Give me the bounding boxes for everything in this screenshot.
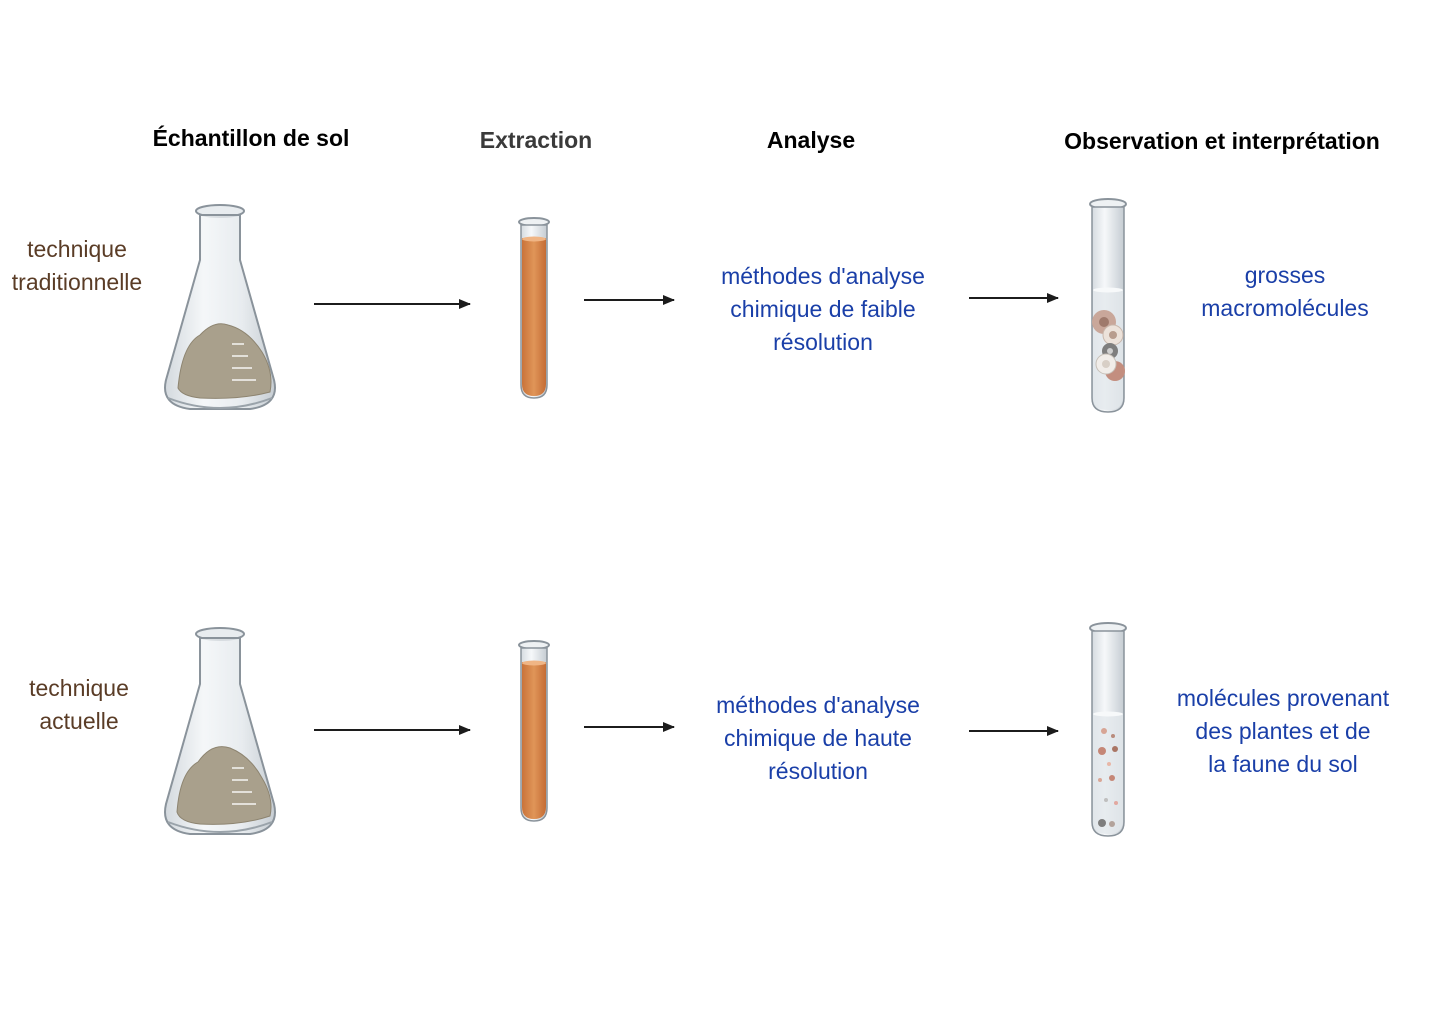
row-label-current: technique actuelle: [29, 675, 129, 734]
extract-test-tube-icon-2: [518, 640, 550, 822]
header-observation: Observation et interprétation: [1064, 128, 1380, 154]
row-label-traditional: technique traditionnelle: [11, 236, 143, 295]
erlenmeyer-flask-icon-2: [164, 627, 276, 835]
analysis-text-high-resolution: méthodes d'analyse chimique de haute rés…: [716, 692, 920, 784]
header-sample: Échantillon de sol: [152, 125, 350, 151]
header-extraction: Extraction: [479, 127, 593, 153]
result-test-tube-macromolecules-icon: [1089, 198, 1127, 413]
result-test-tube-small-molecules-icon: [1089, 622, 1127, 837]
erlenmeyer-flask-icon: [164, 204, 276, 410]
result-text-plant-fauna-molecules: molécules provenant des plantes et de la…: [1176, 685, 1390, 777]
extract-test-tube-icon: [518, 217, 550, 399]
analysis-text-low-resolution: méthodes d'analyse chimique de faible ré…: [721, 263, 925, 355]
header-analysis: Analyse: [766, 127, 856, 153]
result-text-macromolecules: grosses macromolécules: [1201, 262, 1369, 321]
